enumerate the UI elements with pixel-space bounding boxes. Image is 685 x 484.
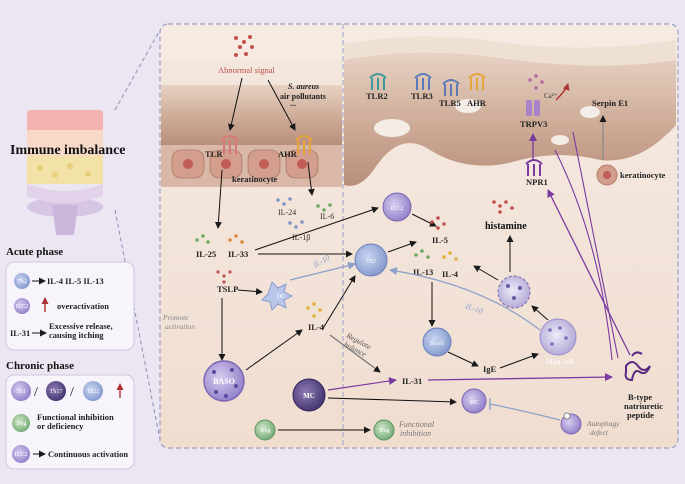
svg-text:/: /: [70, 385, 74, 400]
tlr5-label: TLR5: [439, 98, 461, 108]
tlr-receptor-icon: [221, 135, 239, 154]
th22-cell-icon: [83, 381, 103, 401]
right-epidermis: [344, 36, 676, 186]
activated-mast-cell-icon: [497, 275, 531, 309]
baso-cell-icon: [203, 360, 245, 402]
ilc2-chronic-desc: Continuous activation: [48, 449, 128, 459]
abnormal-signal-label: Abnormal signal: [218, 65, 276, 75]
il31-legend-desc: Excessive release,causing itching: [49, 321, 113, 340]
treg-legend-label: Treg: [15, 421, 26, 427]
th2-cell-icon: [354, 243, 388, 277]
mast-cell-label: Mast cell: [546, 357, 574, 366]
histamine-label: histamine: [485, 221, 527, 232]
dc-cell-icon: [261, 281, 294, 311]
mc-cell-icon: [292, 378, 326, 412]
npr1-label: NPR1: [526, 177, 548, 187]
treg-legend-cell-icon: [12, 414, 30, 432]
ellipsis-label: ...: [290, 99, 296, 108]
acute-phase-legend: Th2 IL-4 IL-5 IL-13 ILC2 overactivation …: [5, 261, 135, 351]
s-aureus-label: S. aureus: [288, 82, 319, 91]
ilc2-label: ILC2: [391, 206, 404, 212]
th1-cell-icon: [11, 381, 31, 401]
mc-small-label: MC: [469, 400, 478, 406]
treg-target-label: Treg: [378, 428, 389, 434]
keratinocyte-right-label: keratinocyte: [620, 170, 666, 180]
calcium-particles-icon: [528, 74, 544, 90]
ahr-receptor-icon: [295, 135, 313, 154]
baso-label: BASO: [213, 377, 235, 386]
bnp-peptide-icon: [624, 351, 651, 382]
dc-label: DC: [277, 294, 285, 300]
tslp-label: TSLP: [217, 284, 238, 294]
ilc2-chronic-cell-icon: [12, 445, 30, 463]
overactivation-label: overactivation: [57, 301, 109, 311]
tlr2-receptor-icon: [369, 73, 387, 90]
tlr3-label: TLR3: [411, 91, 433, 101]
il1b-label: IL-1β: [292, 233, 310, 242]
ahr-right-receptor-icon: [468, 73, 486, 90]
immune-imbalance-title: Immune imbalance: [10, 143, 126, 158]
mc-label: MC: [303, 392, 315, 400]
acute-phase-heading: Acute phase: [6, 246, 63, 258]
tlr2-label: TLR2: [366, 91, 388, 101]
mc-small-cell-icon: [461, 388, 487, 414]
il4-center-label: IL-4: [308, 322, 325, 332]
ca-label: Ca²⁺: [544, 92, 558, 100]
th2-cytokines-label: IL-4 IL-5 IL-13: [47, 276, 104, 286]
tlr-label: TLR: [205, 149, 223, 159]
th17-label: Th17: [50, 389, 63, 395]
chronic-phase-heading: Chronic phase: [6, 360, 74, 372]
npr1-receptor-icon: [525, 159, 543, 176]
th1-label: Th1: [16, 389, 26, 395]
keratinocyte-left-label: keratinocyte: [232, 174, 278, 184]
il25-label: IL-25: [196, 249, 216, 259]
treg-target-cell-icon: [373, 419, 395, 441]
tlr5-receptor-icon: [442, 79, 460, 96]
svg-text:/: /: [34, 385, 38, 400]
ilc2-cell-icon: [382, 192, 412, 222]
ige-label: IgE: [483, 364, 497, 374]
il4-right-label: IL-4: [442, 269, 459, 279]
air-pollutants-label: air pollutants: [280, 92, 326, 101]
left-epidermis: [161, 60, 342, 187]
il24-label: IL-24: [278, 208, 296, 217]
il5-label: IL-5: [432, 235, 448, 245]
ahr-label: AHR: [278, 149, 298, 159]
histamine-particles-icon: [492, 200, 514, 214]
ilc2-cell-icon: [14, 298, 30, 314]
skin-icon: [27, 110, 103, 235]
serpin-e1-label: Serpin E1: [592, 98, 628, 108]
tlr3-receptor-icon: [414, 73, 432, 90]
b-cell-label: B cell: [430, 341, 444, 347]
ahr-right-label: AHR: [467, 98, 487, 108]
b-cell-icon: [422, 327, 452, 357]
trpv3-label: TRPV3: [520, 119, 547, 129]
abnormal-signal-particles-icon: [234, 35, 254, 57]
il31-label: IL-31: [402, 376, 422, 386]
il33-label: IL-33: [228, 249, 248, 259]
th2-label: Th2: [366, 259, 376, 265]
il31-legend-term: IL-31: [10, 328, 30, 338]
th2-legend-label: Th2: [17, 279, 27, 285]
trpv3-channel-icon: [526, 100, 540, 116]
th2-cell-icon: [14, 273, 30, 289]
il13-label: IL-13: [413, 267, 433, 277]
treg-label: Treg: [259, 428, 270, 434]
chronic-phase-legend: Th1 / Th17 / Th22 Treg Functional inhibi…: [5, 374, 135, 470]
th22-label: Th22: [87, 389, 100, 395]
treg-cell-icon: [254, 419, 276, 441]
mast-cell-icon: [539, 318, 577, 356]
th17-cell-icon: [46, 381, 66, 401]
autophagy-cell-icon: [560, 412, 582, 435]
ilc2-chronic-label: ILC2: [15, 452, 28, 458]
il6-label: IL-6: [320, 212, 334, 221]
ilc2-legend-label: ILC2: [16, 304, 29, 310]
